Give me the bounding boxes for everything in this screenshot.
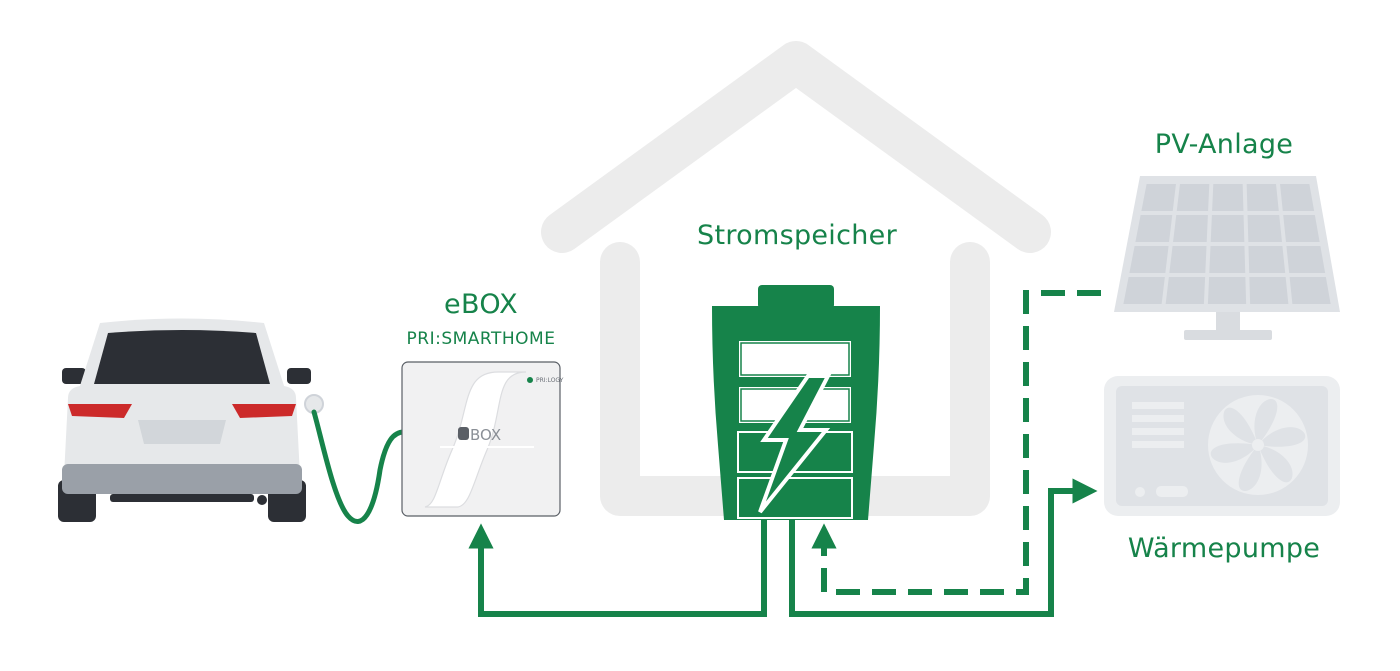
ebox-brand-text: PRI:LOGY xyxy=(536,377,564,384)
solar-cell xyxy=(1207,277,1247,304)
fan-blade xyxy=(1210,443,1258,463)
charging-cable xyxy=(311,409,407,524)
solar-cell xyxy=(1283,215,1320,242)
ebox-title-label: eBOX xyxy=(444,289,518,320)
pv-label: PV-Anlage xyxy=(1154,129,1294,160)
fan-blade xyxy=(1258,445,1293,483)
heat-pump-icon xyxy=(1104,376,1340,516)
car-icon xyxy=(58,318,324,522)
flow-storage-to-heatpump xyxy=(789,478,1098,617)
solar-cell xyxy=(1173,215,1208,242)
solar-cell xyxy=(1212,184,1244,211)
solar-cell xyxy=(1246,184,1279,211)
solar-cell xyxy=(1280,184,1315,211)
solar-cell xyxy=(1289,277,1331,304)
storage-label: Stromspeicher xyxy=(697,220,897,251)
solar-cell xyxy=(1248,246,1286,273)
solar-cell xyxy=(1247,215,1282,242)
solar-cell xyxy=(1129,246,1169,273)
solar-cell xyxy=(1165,277,1206,304)
ebox-wallbox-icon: BOX PRI:LOGY xyxy=(401,361,564,517)
solar-cell xyxy=(1135,215,1173,242)
flow-lines xyxy=(468,290,1101,617)
lightning-bolt-icon xyxy=(758,374,832,514)
solar-cell xyxy=(1141,184,1176,211)
flow-pv-to-storage xyxy=(811,290,1101,595)
solar-cell xyxy=(1169,246,1207,273)
battery-icon xyxy=(712,285,880,520)
fan-blade xyxy=(1223,407,1258,445)
fan-icon xyxy=(1208,395,1308,495)
flow-storage-to-ebox xyxy=(468,518,767,617)
solar-panel-icon xyxy=(1114,176,1340,340)
house-outline-icon xyxy=(541,41,1051,516)
solar-cell xyxy=(1123,277,1165,304)
fan-blade xyxy=(1258,427,1306,447)
solar-cell xyxy=(1209,246,1246,273)
ebox-logo-text: BOX xyxy=(470,426,501,444)
solar-cell xyxy=(1249,277,1289,304)
solar-cell xyxy=(1210,215,1245,242)
heatpump-label: Wärmepumpe xyxy=(1127,533,1321,564)
fan-blade xyxy=(1238,445,1262,492)
solar-cell xyxy=(1286,246,1326,273)
fan-blade xyxy=(1254,398,1278,445)
solar-cell xyxy=(1176,184,1210,211)
ebox-subtitle-label: PRI:SMARTHOME xyxy=(406,329,556,349)
